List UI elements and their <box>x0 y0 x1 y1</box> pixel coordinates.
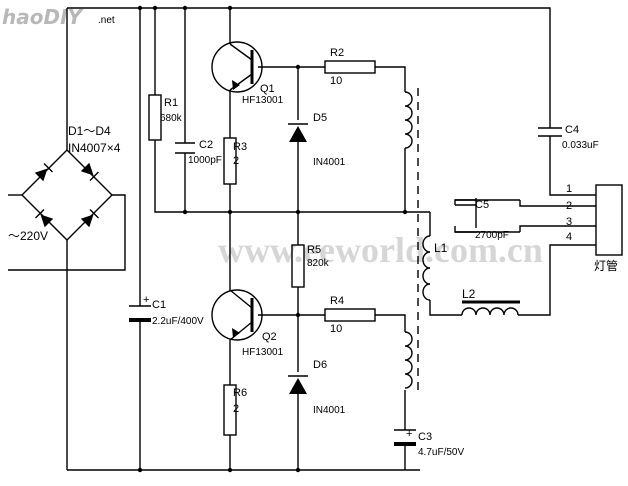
r2-name: R2 <box>330 47 344 59</box>
logo-suffix: .net <box>98 15 115 26</box>
c4-lamp-wire <box>549 136 596 196</box>
logo-text: haoDIY <box>2 5 85 29</box>
l1-coil <box>422 235 431 301</box>
q1-name: Q1 <box>260 83 275 95</box>
c2-capacitor <box>175 142 195 154</box>
bridge-part: IN4007×4 <box>68 141 121 155</box>
c1-plus: + <box>143 294 149 306</box>
c2-name: C2 <box>199 139 213 151</box>
l1-bottom-wire <box>429 300 462 316</box>
lamp-pin-1: 1 <box>566 183 572 195</box>
c3-value: 4.7uF/50V <box>418 447 464 458</box>
r3-resistor <box>223 137 237 185</box>
r3-value: 2 <box>233 155 239 167</box>
q2-transistor <box>211 289 263 341</box>
r4-value: 10 <box>330 323 342 335</box>
d5-diode <box>288 123 308 142</box>
c3-capacitor <box>394 429 416 446</box>
r5-resistor <box>291 244 305 288</box>
r2-resistor <box>324 60 376 74</box>
c3-name: C3 <box>418 431 432 443</box>
r6-name: R6 <box>233 387 247 399</box>
r6-value: 2 <box>233 403 239 415</box>
bridge-rectifier <box>8 149 126 271</box>
watermark-text: www.eeworld.com.cn <box>218 230 543 270</box>
c5-left-top <box>454 199 476 205</box>
c4-value: 0.033uF <box>562 140 599 151</box>
junction-dots <box>137 5 408 473</box>
r4-name: R4 <box>330 295 344 307</box>
r2-right-wire <box>375 66 406 92</box>
r1-resistor <box>148 94 162 141</box>
l2-coil <box>461 300 520 316</box>
q1-part: HF13001 <box>242 95 284 106</box>
c3-plus: + <box>406 428 412 440</box>
c2-value: 1000pF <box>188 155 222 166</box>
c5-value: 2700pF <box>475 230 509 241</box>
q2-part: HF13001 <box>242 347 284 358</box>
c1-name: C1 <box>152 299 166 311</box>
c4-name: C4 <box>565 124 579 136</box>
coil-lower <box>404 331 413 389</box>
d6-name: D6 <box>313 359 327 371</box>
d6-diode <box>288 375 308 394</box>
c5-pin3-wire <box>519 225 596 232</box>
midpoint-wire <box>154 140 430 213</box>
c4-capacitor <box>538 120 562 137</box>
l1-name: L1 <box>434 241 448 255</box>
r1-value: 680k <box>160 113 183 124</box>
site-logo: haoDIY .net <box>2 5 115 29</box>
q1-transistor <box>211 41 263 93</box>
r4-resistor <box>324 308 376 322</box>
r5-value: 820k <box>307 258 330 269</box>
c1-value: 2.2uF/400V <box>152 316 204 327</box>
r3-name: R3 <box>233 141 247 153</box>
coil-upper <box>404 91 413 149</box>
r5-name: R5 <box>307 244 321 256</box>
r1-name: R1 <box>164 97 178 109</box>
d5-name: D5 <box>313 112 327 124</box>
l2-name: L2 <box>462 287 476 301</box>
lamp-pin-2: 2 <box>566 200 572 212</box>
lamp-pin-4: 4 <box>566 231 572 243</box>
r4-right-wire <box>375 314 406 332</box>
c5-left-stub <box>455 198 477 206</box>
d5-part: IN4001 <box>313 157 346 168</box>
bridge-label: D1～D4 <box>68 124 111 138</box>
c5-name: C5 <box>475 199 489 211</box>
lamp-tube <box>595 184 623 256</box>
mains-label: ～220V <box>8 229 48 243</box>
lamp-label: 灯管 <box>594 258 618 273</box>
c5-pin2-wire <box>519 200 596 207</box>
lamp-pin-3: 3 <box>566 216 572 228</box>
l2-right-wire <box>518 244 596 316</box>
q2-name: Q2 <box>262 331 277 343</box>
r2-value: 10 <box>330 75 342 87</box>
c1-capacitor <box>129 305 151 322</box>
d6-part: IN4001 <box>313 405 346 416</box>
r6-resistor <box>223 384 237 436</box>
